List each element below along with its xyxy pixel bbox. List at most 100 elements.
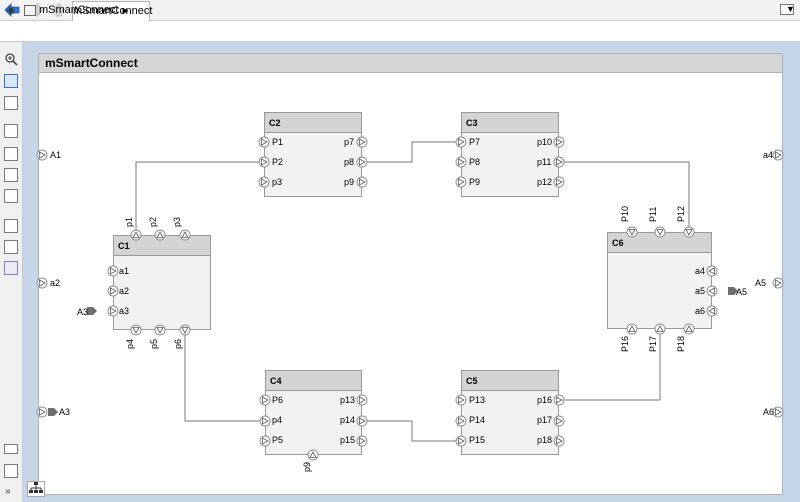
component-c6-name: C6	[608, 233, 711, 253]
connection-p14-P15	[366, 420, 457, 442]
c2-in-port-1-arrow	[261, 158, 268, 166]
c1-in-port-1-arrow	[110, 287, 117, 295]
connection-p16-P17	[563, 333, 661, 401]
c1-top-port-1-arrow	[156, 231, 164, 238]
port-label: P11	[648, 206, 658, 222]
signal-port-a3	[87, 307, 97, 315]
signal-label-a5: A5	[736, 287, 748, 297]
hierarchy-icon[interactable]	[27, 481, 45, 497]
c1-bottom-port-2-arrow	[181, 327, 189, 334]
up-arrow-icon[interactable]	[50, 2, 68, 18]
annotation-icon[interactable]	[4, 219, 18, 233]
port-label: p1	[124, 216, 134, 227]
zoom-icon[interactable]	[4, 52, 18, 66]
tab-msmartconnect[interactable]: mSmartConnect	[72, 1, 152, 21]
port-label: p17	[537, 415, 553, 425]
c5-out-port-1-arrow	[556, 417, 563, 425]
c6-right-port-2-arrow	[708, 307, 715, 315]
component-c1[interactable]: C1	[113, 235, 211, 330]
c6-top-port-1-arrow	[656, 229, 664, 236]
breadcrumb[interactable]: mSmartConnect ▶	[24, 1, 129, 19]
c6-bottom-port-1-arrow	[656, 325, 664, 332]
c2-out-port-2-arrow	[359, 178, 366, 186]
c3-in-port-0-arrow	[458, 138, 465, 146]
ext-port-a4-arrow	[775, 151, 782, 159]
component-icon[interactable]	[4, 147, 18, 161]
expand-toolbar-icon[interactable]: »	[5, 486, 11, 497]
port-label: a6	[695, 306, 706, 316]
port-label: p5	[149, 338, 159, 349]
port-label: a4	[695, 266, 706, 276]
ext-port-a2-arrow	[39, 279, 46, 287]
c2-in-port-2-arrow	[261, 178, 268, 186]
port-label: a2	[119, 286, 130, 296]
port-label: a3	[119, 306, 130, 316]
area-icon[interactable]	[4, 261, 18, 275]
port-label: a5	[695, 286, 706, 296]
c4-in-port-1-arrow	[262, 417, 269, 425]
port-label: p2	[148, 216, 158, 227]
c6-bottom-port-0-arrow	[628, 325, 636, 332]
reference-component-icon[interactable]	[4, 168, 18, 182]
c1-bottom-port-0-arrow	[132, 327, 140, 334]
component-c2[interactable]: C2	[264, 112, 362, 197]
c3-in-port-1-arrow	[458, 158, 465, 166]
port-label: P15	[469, 435, 486, 445]
tab-bar	[0, 0, 800, 21]
c6-top-port-2-arrow	[685, 229, 693, 236]
c4-in-port-2-arrow	[262, 437, 269, 445]
c5-in-port-2-arrow	[458, 437, 465, 445]
camera-icon[interactable]	[4, 444, 18, 454]
back-arrow-icon[interactable]	[3, 2, 21, 18]
c4-out-port-2-arrow	[359, 437, 366, 445]
component-c5-name: C5	[462, 371, 558, 391]
component-c3[interactable]: C3	[461, 112, 559, 197]
connection-p11-P12	[563, 161, 690, 228]
c6-bottom-port-2-arrow	[685, 325, 693, 332]
c1-in-port-2-arrow	[110, 307, 117, 315]
component-c6[interactable]: C6	[607, 232, 712, 329]
port-label: P5	[272, 435, 284, 445]
c1-bottom-port-1-arrow	[156, 327, 164, 334]
component-c5[interactable]: C5	[461, 370, 559, 455]
c5-out-port-0-arrow	[556, 396, 563, 404]
external-port-a1: A1	[50, 150, 62, 160]
port-label: p7	[344, 137, 355, 147]
connection-p8-P7	[366, 141, 457, 163]
port-label: P12	[676, 205, 686, 222]
external-port-a4: a4	[763, 150, 774, 160]
signal-port-a5	[728, 287, 738, 295]
fit-to-view-icon[interactable]	[4, 74, 18, 88]
signal-label-a3: A3	[77, 307, 89, 317]
port-label: P10	[620, 205, 630, 222]
ext-port-A1-arrow	[39, 151, 46, 159]
library-icon[interactable]	[4, 464, 18, 478]
port-label: p6	[173, 338, 183, 349]
zoom-100-icon[interactable]	[4, 96, 18, 110]
c6-right-port-1-arrow	[708, 287, 715, 295]
panel-icon[interactable]	[4, 124, 18, 138]
c4-out-port-1-arrow	[359, 417, 366, 425]
port-label: P8	[469, 157, 481, 167]
ext-port-A3-arrow	[39, 408, 46, 416]
breadcrumb-bar	[0, 21, 800, 42]
c3-out-port-2-arrow	[556, 178, 563, 186]
c5-out-port-2-arrow	[556, 437, 563, 445]
c1-in-port-0-arrow	[110, 267, 117, 275]
c2-out-port-1-arrow	[359, 158, 366, 166]
component-c3-name: C3	[462, 113, 558, 133]
tab-menu-icon[interactable]	[780, 4, 794, 15]
port-label: P14	[469, 415, 486, 425]
hide-explorer-icon[interactable]: ◉	[6, 4, 16, 16]
chevron-down-icon[interactable]: ▼	[786, 4, 795, 14]
image-icon[interactable]	[4, 240, 18, 254]
variant-icon[interactable]	[4, 189, 18, 203]
c4-bottom-port-0-arrow	[309, 451, 317, 458]
port-label: p15	[340, 435, 356, 445]
port-label: p18	[537, 435, 553, 445]
ext-port-A6-arrow	[775, 408, 782, 416]
connection-p6-p4	[184, 334, 261, 422]
port-label: p9	[302, 461, 312, 472]
c3-out-port-0-arrow	[556, 138, 563, 146]
connection-p1-P2	[135, 161, 260, 233]
